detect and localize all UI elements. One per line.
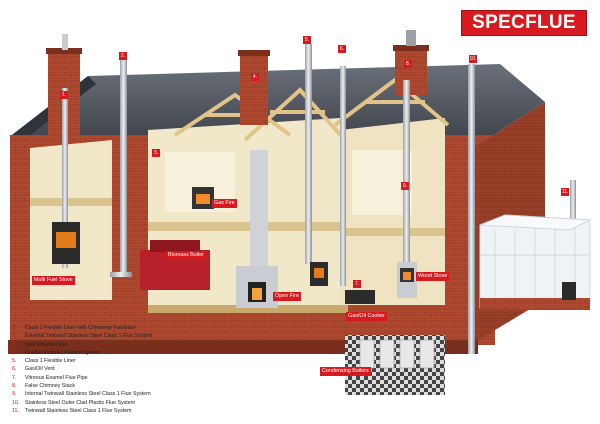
appliances: [52, 187, 417, 308]
logo-text: SPECFLUE: [472, 12, 576, 33]
legend-item: 8.False Chimney Stack: [12, 383, 76, 390]
badge-2: 2.: [119, 52, 127, 60]
badge-7: 7.: [353, 280, 361, 288]
legend-item: 7.Vitreous Enamel Flue Pipe: [12, 374, 88, 381]
callout-gas-fire: Gas Fire: [212, 199, 237, 208]
badge-11: 11.: [561, 188, 569, 196]
badge-10: 10.: [469, 55, 477, 63]
callout-condensing-boilers: Condensing Boilers: [320, 367, 371, 376]
legend-item: 6.Gas/Oil Vent: [12, 366, 55, 373]
callout-open-fire: Open Fire: [273, 292, 301, 301]
badge-6: 6.: [338, 45, 346, 53]
flue-pipes: [62, 44, 576, 354]
legend-item: 11.Twinwall Stainless Steel Class 1 Flue…: [12, 407, 132, 414]
callout-wood-stove: Wood Stove: [416, 272, 450, 281]
legend-item: 1.Class 1 Flexible Liner with Chimwrap I…: [12, 325, 136, 331]
callout-gas-oil-cooker: Gas/Oil Cooker: [346, 312, 387, 321]
badge-8: 8.: [404, 60, 412, 68]
basement: [345, 335, 445, 395]
legend-item: 3.Wall Mounted Fan: [12, 341, 68, 348]
conservatory: [479, 214, 592, 310]
badge-4: 4.: [251, 73, 259, 81]
badge-3: 3.: [152, 149, 160, 157]
legend: 1.Class 1 Flexible Liner with Chimwrap I…: [12, 324, 262, 415]
specflue-logo: SPECFLUE: [461, 10, 587, 36]
callout-biomass-boiler: Biomass Boiler: [166, 251, 206, 260]
legend-item: 2.External Twinwall Stainless Steel Clas…: [12, 333, 153, 340]
callout-multi-fuel-stove: Multi Fuel Stove: [32, 276, 75, 285]
badge-9: 9.: [401, 182, 409, 190]
legend-item: 5.Class 1 Flexible Liner: [12, 358, 76, 365]
legend-item: 10.Stainless Steel Outer Clad Plastic Fl…: [12, 399, 136, 406]
badge-5: 5.: [303, 36, 311, 44]
badge-1: 1.: [60, 91, 68, 99]
legend-item: 9.Internal Twinwall Stainless Steel Clas…: [12, 391, 151, 398]
legend-item: 4.Double Modular Pumice System: [12, 349, 101, 356]
